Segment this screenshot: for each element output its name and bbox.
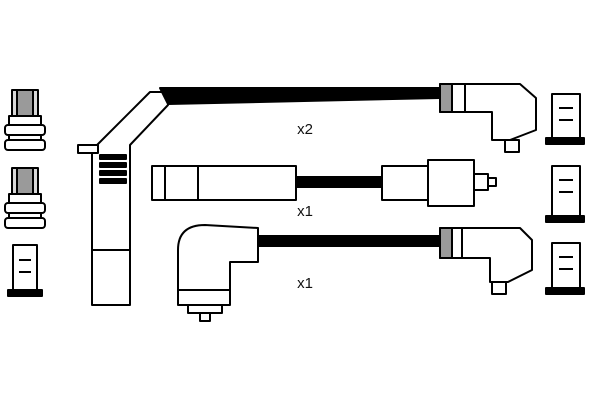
top-ignition-lead [77, 83, 537, 306]
terminal-cap-right-2 [545, 165, 585, 223]
terminal-cap-left [7, 244, 43, 297]
terminal-cap-right-1 [545, 93, 585, 145]
spark-plug-boot-1 [4, 89, 46, 151]
middle-ignition-lead [151, 159, 497, 207]
bottom-ignition-lead [177, 224, 533, 322]
middle-lead-quantity: x1 [297, 203, 313, 220]
spark-plug-boot-2 [4, 167, 46, 229]
terminal-cap-right-3 [545, 242, 585, 295]
bottom-lead-quantity: x1 [297, 275, 313, 292]
top-lead-quantity: x2 [297, 121, 313, 138]
